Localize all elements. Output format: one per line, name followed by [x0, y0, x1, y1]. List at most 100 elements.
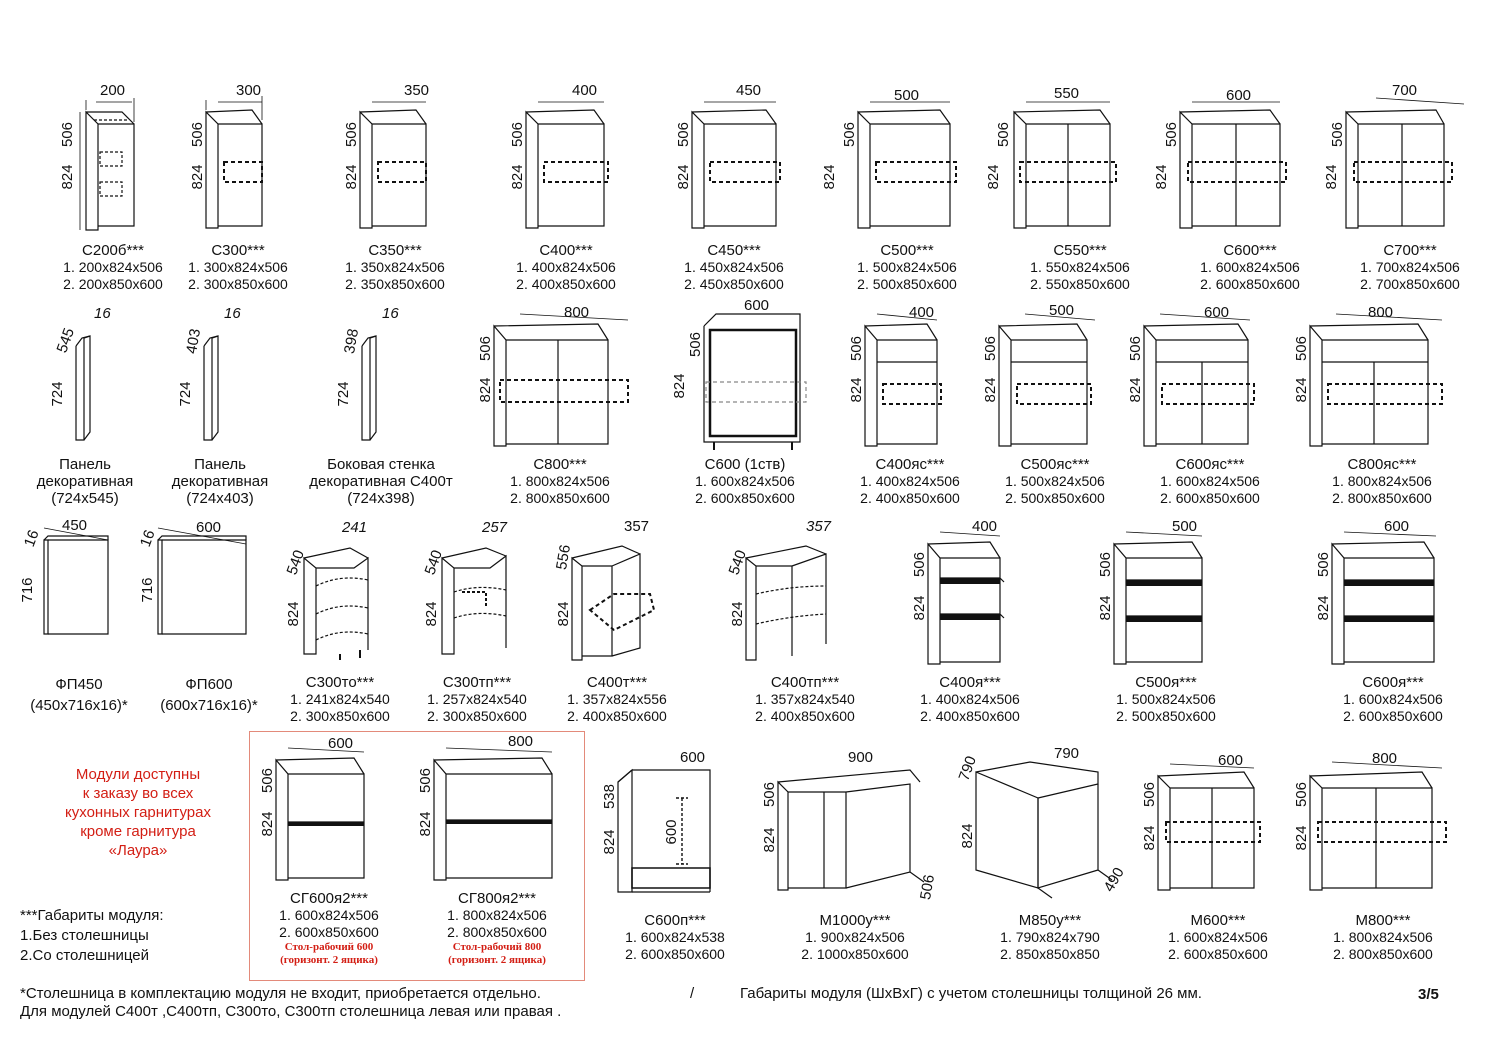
- svg-text:600: 600: [1226, 87, 1251, 104]
- svg-text:506: 506: [1097, 552, 1114, 577]
- svg-text:357: 357: [624, 518, 649, 535]
- svg-text:506: 506: [59, 122, 76, 147]
- module-c350: 350 506 824 С350*** 1. 350x824x506 2. 35…: [330, 82, 460, 293]
- svg-text:506: 506: [1329, 122, 1346, 147]
- svg-text:824: 824: [911, 595, 928, 620]
- svg-text:506: 506: [917, 873, 938, 901]
- svg-text:403: 403: [183, 327, 204, 355]
- module-c600: 600 506 824 С600*** 1. 600x824x506 2. 60…: [1153, 82, 1330, 293]
- drawing-c400yas: 400 506 824: [848, 304, 942, 447]
- module-spec: 2. 200x850x600: [63, 276, 163, 292]
- drawing-panel545: 16 545 724: [49, 305, 111, 441]
- module-spec: 2. 600x850x600: [695, 490, 795, 506]
- module-c450: 450 506 824 С450*** 1. 450x824x506 2. 45…: [664, 82, 804, 293]
- drawing-c600-1: 600 506 824: [671, 297, 807, 450]
- work-table-group: [249, 731, 585, 981]
- svg-text:824: 824: [959, 823, 976, 848]
- module-name: С600***: [1223, 242, 1277, 259]
- module-c700: 700 506 824 С700*** 1. 700x824x506 2. 70…: [1323, 82, 1480, 293]
- module-spec: 1. 800x824x506: [1333, 929, 1433, 945]
- module-name: С400тп***: [770, 674, 840, 691]
- module-c500ya: 500 506 824 С500я*** 1. 500x824x506 2. 5…: [1096, 514, 1236, 725]
- svg-text:506: 506: [848, 336, 865, 361]
- drawing-sg600: 600 506 824: [259, 735, 365, 881]
- module-spec: 1. 600x824x506: [1168, 929, 1268, 945]
- svg-text:600: 600: [1218, 752, 1243, 769]
- footer-dimensions-note: Габариты модуля (ШxВxГ) с учетом столешн…: [740, 985, 1202, 1002]
- module-spec: 1. 800x824x506: [510, 473, 610, 489]
- module-spec: 1. 400x824x506: [920, 691, 1020, 707]
- module-spec: 2. 600x850x600: [625, 946, 725, 962]
- module-c800: 800 506 824 С800*** 1. 800x824x506 2. 80…: [477, 300, 640, 507]
- module-spec: 1. 700x824x506: [1360, 259, 1460, 275]
- drawing-c600ya: 600 506 824: [1315, 518, 1437, 665]
- drawing-m600: 600 506 824: [1141, 752, 1261, 891]
- footer-note-2: Для модулей С400т ,С400тп, С300то, С300т…: [20, 1002, 561, 1022]
- drawing-c400ya: 400 506 824: [911, 518, 1005, 665]
- svg-text:900: 900: [848, 749, 873, 766]
- module-spec: 2. 400x850x600: [755, 708, 855, 724]
- module-m600: 600 506 824 М600*** 1. 600x824x506 2. 60…: [1141, 742, 1290, 963]
- module-name: С600я***: [1362, 674, 1424, 691]
- drawing-c400t: 357 556 824: [553, 518, 656, 661]
- svg-text:824: 824: [477, 377, 494, 402]
- svg-text:824: 824: [1293, 377, 1310, 402]
- svg-text:600: 600: [1204, 304, 1229, 321]
- module-spec: (724x545): [51, 490, 119, 507]
- module-spec: 1. 450x824x506: [684, 259, 784, 275]
- module-c550: 550 506 824 С550*** 1. 550x824x506 2. 55…: [985, 82, 1160, 293]
- module-name: СГ800я2***: [458, 890, 536, 907]
- module-c600-1: 600 506 824 С600 (1ств) 1. 600x824x506 2…: [670, 296, 820, 507]
- module-name: С800яс***: [1347, 456, 1417, 473]
- svg-text:16: 16: [94, 305, 111, 322]
- module-c400yas: 400 506 824 С400яс*** 1. 400x824x506 2. …: [845, 300, 975, 507]
- drawing-c600: 600 506 824: [1153, 87, 1287, 229]
- svg-text:800: 800: [1368, 304, 1393, 321]
- module-name: ФП450: [55, 676, 103, 693]
- svg-text:824: 824: [601, 829, 618, 854]
- svg-text:300: 300: [236, 82, 261, 99]
- svg-text:357: 357: [806, 518, 832, 535]
- module-sg800: 800 506 824 СГ800я2*** 1. 800x824x506 2.…: [412, 730, 582, 967]
- svg-text:824: 824: [1127, 377, 1144, 402]
- module-name: С500яс***: [1020, 456, 1090, 473]
- svg-text:450: 450: [736, 82, 761, 99]
- drawing-c300to: 241 540 824: [284, 519, 369, 660]
- module-spec: 1. 600x824x538: [625, 929, 725, 945]
- svg-text:824: 824: [821, 164, 838, 189]
- module-c600p: 600 538 824 600 С600п*** 1. 600x824x538 …: [600, 742, 750, 963]
- svg-text:724: 724: [177, 381, 194, 406]
- module-spec: 1. 600x824x506: [1200, 259, 1300, 275]
- module-c200b: 200 506 824 С200б*** 1. 200x824x506 2. 2…: [38, 82, 188, 293]
- svg-text:824: 824: [1315, 595, 1332, 620]
- svg-text:600: 600: [680, 749, 705, 766]
- module-name: С400т***: [586, 674, 648, 691]
- drawing-c600p: 600 538 824 600: [601, 749, 711, 893]
- drawing-c350: 350 506 824: [343, 82, 429, 229]
- svg-text:800: 800: [508, 733, 533, 750]
- module-m800: 800 506 824 М800*** 1. 800x824x506 2. 80…: [1293, 742, 1470, 963]
- svg-text:600: 600: [744, 297, 769, 314]
- module-spec: 2. 600x850x600: [1168, 946, 1268, 962]
- module-spec: 1. 500x824x506: [1005, 473, 1105, 489]
- svg-text:824: 824: [417, 811, 434, 836]
- drawing-c200b: 200 506 824: [59, 82, 135, 231]
- svg-text:16: 16: [137, 528, 159, 549]
- svg-text:824: 824: [1097, 595, 1114, 620]
- drawing-c600yas: 600 506 824: [1127, 304, 1255, 447]
- svg-text:824: 824: [671, 373, 688, 398]
- module-c300: 300 506 824 С300*** 1. 300x824x506 2. 30…: [178, 82, 298, 293]
- module-spec: (724x403): [186, 490, 254, 507]
- module-c300tp: 257 540 824 С300тп*** 1. 257x824x540 2. …: [412, 514, 542, 725]
- module-spec: 2. 800x850x600: [1332, 490, 1432, 506]
- svg-text:824: 824: [285, 601, 302, 626]
- module-name: С550***: [1053, 242, 1107, 259]
- module-c800yas: 800 506 824 С800яс*** 1. 800x824x506 2. …: [1293, 300, 1468, 507]
- svg-text:506: 506: [343, 122, 360, 147]
- svg-text:824: 824: [1141, 825, 1158, 850]
- module-c600yas: 600 506 824 С600яс*** 1. 600x824x506 2. …: [1127, 300, 1290, 507]
- svg-text:506: 506: [1141, 782, 1158, 807]
- module-spec: 2. 600x850x600: [1160, 490, 1260, 506]
- svg-text:538: 538: [601, 784, 618, 809]
- module-spec: (450x716x16)*: [30, 697, 128, 714]
